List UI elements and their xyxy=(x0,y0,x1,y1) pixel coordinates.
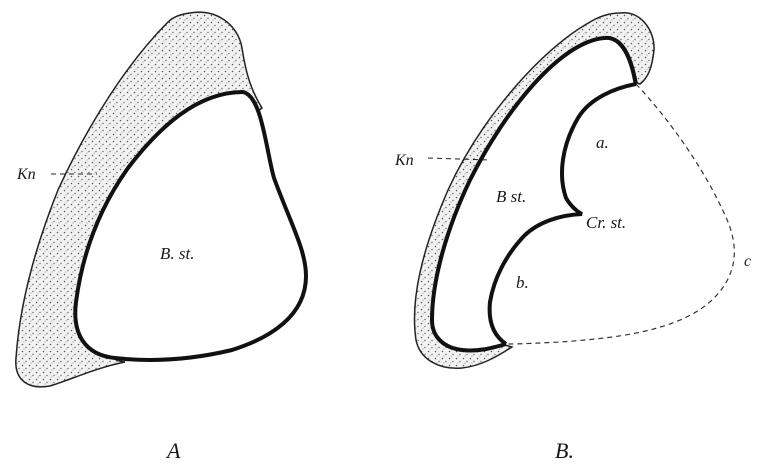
figure-b-bst-label: B st. xyxy=(496,187,526,206)
figure-a-bst-label: B. st. xyxy=(160,244,194,263)
figure-a: Kn B. st. A xyxy=(16,12,306,463)
figure-b-b-label: b. xyxy=(516,273,529,292)
figure-b-c-label: c xyxy=(744,253,751,270)
figure-b: Kn B st. a. Cr. st. b. c B. xyxy=(394,13,751,463)
figure-b-caption: B. xyxy=(555,438,574,463)
figure-b-kn-label: Kn xyxy=(394,152,414,169)
figure-b-outer-shell xyxy=(414,13,654,369)
figure-b-inner-wall xyxy=(432,38,636,351)
figure-b-a-label: a. xyxy=(596,133,609,152)
figure-b-crst-label: Cr. st. xyxy=(586,213,626,232)
figure-a-kn-label: Kn xyxy=(16,166,36,183)
figure-a-caption: A xyxy=(165,438,181,463)
